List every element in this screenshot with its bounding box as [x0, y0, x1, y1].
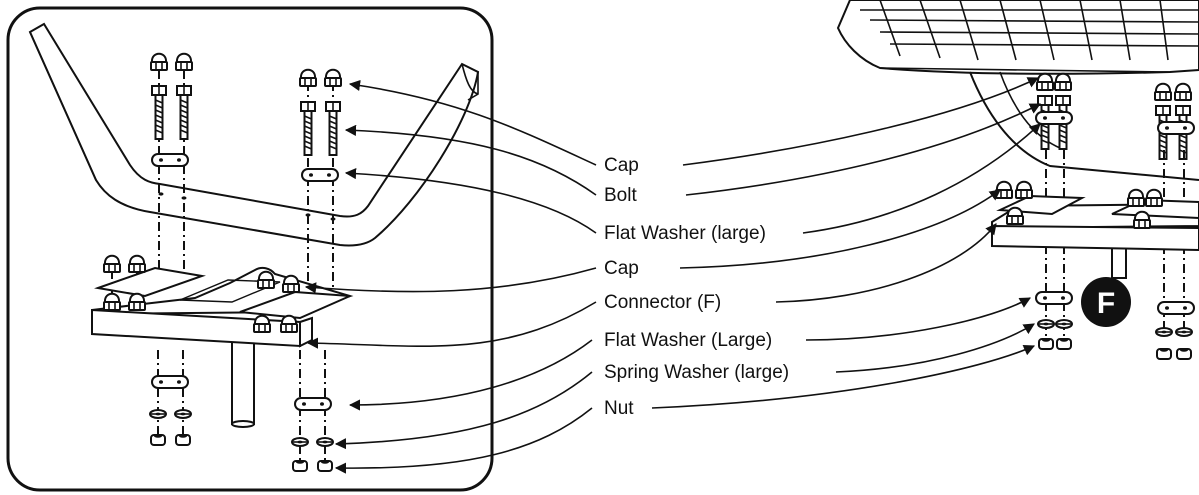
- spring-washer: [1055, 319, 1073, 329]
- spring-washer: [174, 409, 192, 419]
- flat-washer: [151, 375, 189, 389]
- flat-washer: [1035, 111, 1073, 125]
- nut: [1038, 337, 1054, 350]
- spring-washer: [1037, 319, 1055, 329]
- leader-lines: [304, 77, 1041, 474]
- flat-washer: [1157, 301, 1195, 315]
- spring-washer: [1175, 327, 1193, 337]
- flat-washer: [294, 397, 332, 411]
- cap-nut: [257, 270, 275, 289]
- badge-letter: F: [1097, 287, 1115, 320]
- left-exploded-view: [6, 6, 494, 492]
- nut: [175, 433, 191, 446]
- cap-nut: [175, 52, 193, 71]
- cap-nut: [1054, 72, 1072, 91]
- cap-nut: [103, 292, 121, 311]
- label-cap: Cap: [604, 155, 639, 176]
- cap-nut: [128, 292, 146, 311]
- cap-nut: [1145, 188, 1163, 207]
- label-connector-f: Connector (F): [604, 292, 721, 313]
- bolt: [300, 101, 316, 156]
- bolt: [176, 85, 192, 140]
- nut: [317, 459, 333, 472]
- spring-washer: [1155, 327, 1173, 337]
- cap-nut: [128, 254, 146, 273]
- bolt: [325, 101, 341, 156]
- spring-washer: [291, 437, 309, 447]
- callout-labels: Cap Bolt Flat Washer (large) Cap Connect…: [604, 155, 789, 419]
- cap-nut: [1174, 82, 1192, 101]
- nut: [1156, 347, 1172, 360]
- label-flat-washer-large-2: Flat Washer (Large): [604, 330, 772, 351]
- fixture-head: [836, 0, 1199, 75]
- cap-nut: [299, 68, 317, 87]
- spring-washer: [316, 437, 334, 447]
- cap-nut: [253, 314, 271, 333]
- connector-bracket: [991, 180, 1199, 279]
- cap-nut: [1015, 180, 1033, 199]
- label-spring-washer: Spring Washer (large): [604, 362, 789, 383]
- spring-washer: [149, 409, 167, 419]
- cap-nut: [282, 274, 300, 293]
- detail-frame: [6, 6, 494, 492]
- right-assembly-view: F: [836, 0, 1199, 360]
- cap-nut: [995, 180, 1013, 199]
- label-cap-lower: Cap: [604, 258, 639, 279]
- fixture-grille: [860, 0, 1199, 61]
- label-nut: Nut: [604, 398, 634, 419]
- nut: [292, 459, 308, 472]
- cap-nut: [103, 254, 121, 273]
- nut: [1056, 337, 1072, 350]
- cap-nut: [1127, 188, 1145, 207]
- nut: [1176, 347, 1192, 360]
- label-flat-washer-large: Flat Washer (large): [604, 223, 766, 244]
- bolt: [151, 85, 167, 140]
- flat-washer: [151, 153, 189, 167]
- nut: [150, 433, 166, 446]
- u-bracket: [28, 22, 480, 247]
- connector-bracket: [91, 266, 354, 428]
- label-bolt: Bolt: [604, 185, 637, 206]
- cap-nut: [1133, 210, 1151, 229]
- cap-nut: [324, 68, 342, 87]
- cap-nut: [1154, 82, 1172, 101]
- cap-nut: [1006, 206, 1024, 225]
- flat-washer: [301, 168, 339, 182]
- flat-washer: [1035, 291, 1073, 305]
- flat-washer: [1157, 121, 1195, 135]
- cap-nut: [280, 314, 298, 333]
- connector-f-badge: F: [1081, 277, 1131, 327]
- cap-nut: [1036, 72, 1054, 91]
- cap-nut: [150, 52, 168, 71]
